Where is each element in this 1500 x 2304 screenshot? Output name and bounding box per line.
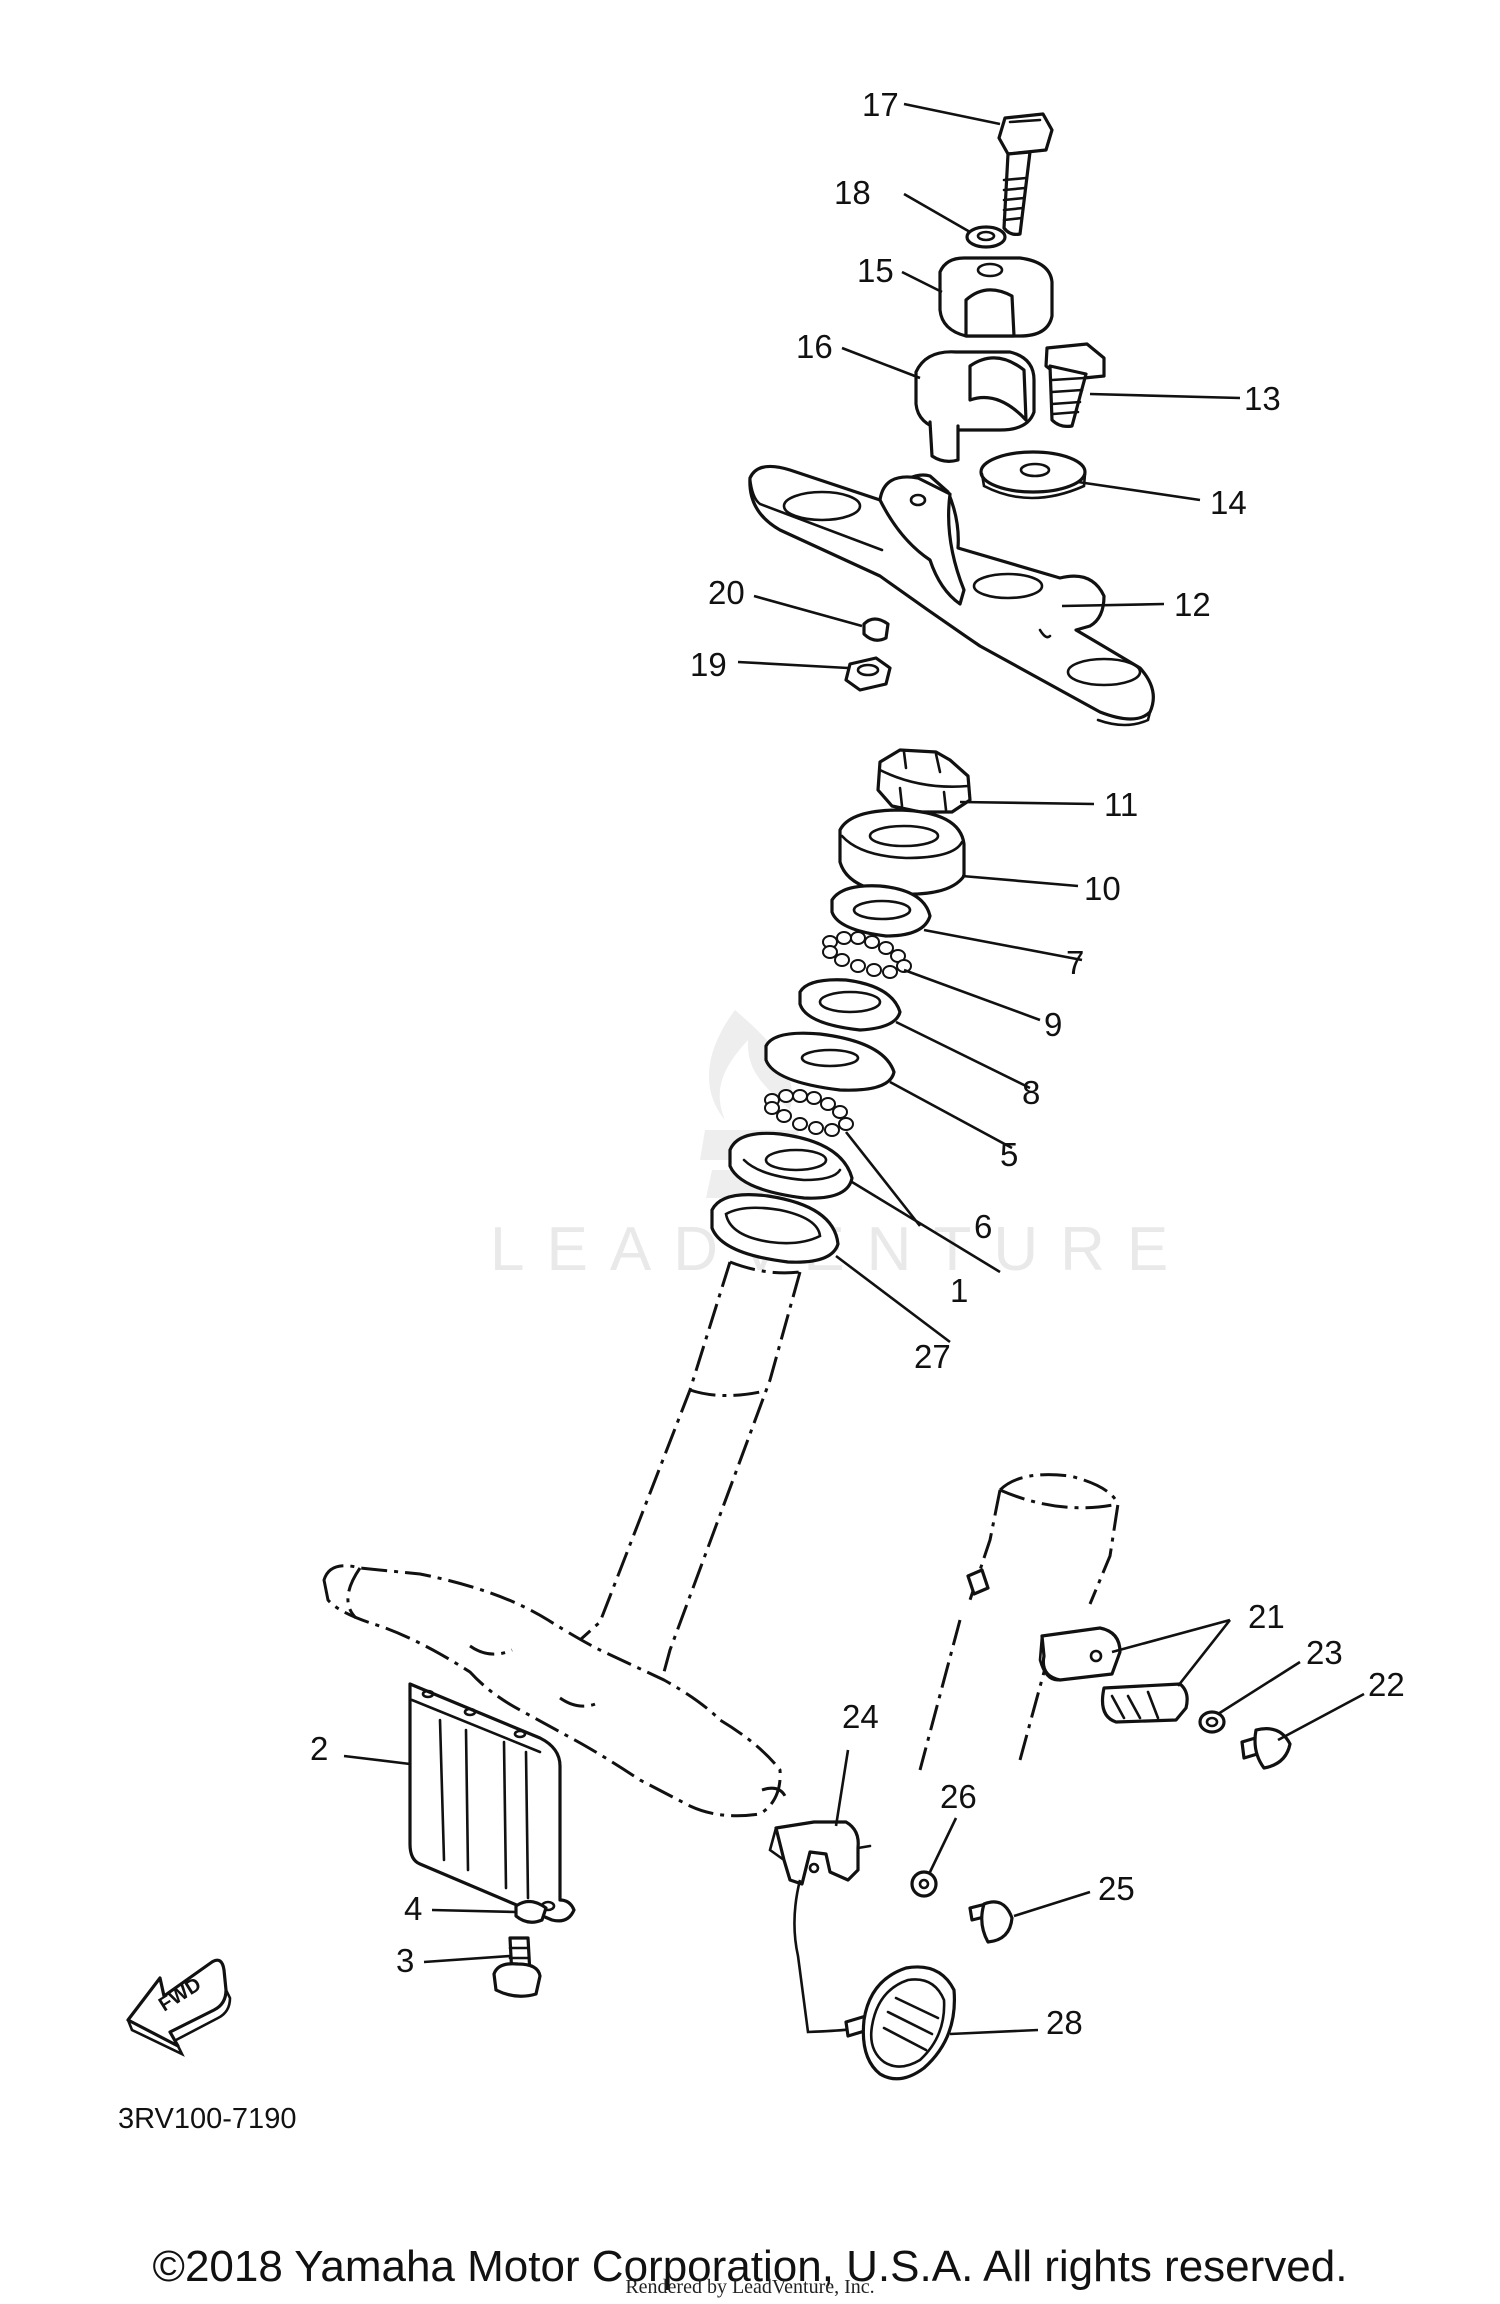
part-20-washer: [862, 617, 890, 642]
part-9-ball-bearing: [822, 931, 912, 979]
callout-14: 14: [1210, 484, 1247, 521]
part-5-ball-bearing: [764, 1089, 854, 1137]
callout-20: 20: [708, 574, 745, 611]
part-2-guard-plate: [408, 1682, 576, 1923]
part-23-washer: [1198, 1710, 1226, 1734]
watermark-text: LEADVENTURE: [490, 1215, 1190, 1284]
copyright-notice: ©2018 Yamaha Motor Corporation, U.S.A. A…: [152, 2242, 1348, 2291]
bracket-guide-line: [793, 1879, 871, 2034]
part-4-washer: [514, 1899, 548, 1924]
callout-7: 7: [1066, 944, 1084, 981]
callout-18: 18: [834, 174, 871, 211]
part-3-screw: [492, 1936, 542, 1998]
callout-23: 23: [1306, 1634, 1343, 1671]
callout-21: 21: [1248, 1598, 1285, 1635]
callout-labels: 17 18 15 16 13 14 12 20 19 11 10 7 9 8 5…: [310, 86, 1405, 2041]
callout-17: 17: [862, 86, 899, 123]
part-6-ball-race: [728, 1131, 854, 1200]
callout-26: 26: [940, 1778, 977, 1815]
part-13-bolt: [1044, 342, 1106, 428]
callout-8: 8: [1022, 1074, 1040, 1111]
callout-27: 27: [914, 1338, 951, 1375]
callout-28: 28: [1046, 2004, 1083, 2041]
callout-4: 4: [404, 1890, 422, 1927]
callout-2: 2: [310, 1730, 328, 1767]
callout-11: 11: [1104, 786, 1138, 823]
part-24-reflector-bracket: [768, 1820, 872, 1886]
callout-15: 15: [857, 252, 894, 289]
part-10-cover: [838, 808, 966, 896]
part-12-upper-bracket: [748, 464, 1155, 727]
part-21-bracket: [1038, 1626, 1122, 1682]
callout-5: 5: [1000, 1136, 1018, 1173]
callout-3: 3: [396, 1942, 414, 1979]
callout-12: 12: [1174, 586, 1211, 623]
part-25-screw: [968, 1900, 1014, 1944]
callout-22: 22: [1368, 1666, 1405, 1703]
part-19-nut: [844, 656, 892, 692]
part-28-reflector: [844, 1965, 957, 2081]
part-15-upper-handlebar-holder: [938, 256, 1054, 338]
rendered-by-notice: Rendered by LeadVenture, Inc.: [625, 2276, 875, 2298]
callout-25: 25: [1098, 1870, 1135, 1907]
part-16-lower-handlebar-holder: [914, 350, 1036, 463]
callout-6: 6: [974, 1208, 992, 1245]
part-22-screw: [1240, 1727, 1292, 1770]
part-5-dust-seal-plate: [764, 1031, 896, 1092]
callout-16: 16: [796, 328, 833, 365]
leader-lines: [343, 102, 1365, 2036]
callout-13: 13: [1244, 380, 1281, 417]
part-8-ball-race: [798, 978, 902, 1032]
part-17-bolt: [997, 112, 1054, 236]
part-18-washer: [965, 225, 1007, 249]
callout-10: 10: [1084, 870, 1121, 907]
callout-24: 24: [842, 1698, 879, 1735]
part-14-washer: [979, 450, 1087, 500]
callout-19: 19: [690, 646, 727, 683]
part-27-steering-stem: [322, 1260, 802, 1818]
part-26-washer: [910, 1870, 938, 1898]
part-11-ring-nut: [876, 748, 972, 814]
part-7-ball-race: [830, 884, 932, 938]
headlight-housing-phantom: [918, 1473, 1120, 1771]
part-21-bracket-lower: [1100, 1682, 1189, 1724]
callout-1: 1: [950, 1272, 968, 1309]
diagram-id-code: 3RV100-7190: [118, 2103, 296, 2135]
part-1-ball-race: [710, 1193, 840, 1264]
fwd-arrow-icon: FWD: [126, 1958, 232, 2057]
callout-9: 9: [1044, 1006, 1062, 1043]
